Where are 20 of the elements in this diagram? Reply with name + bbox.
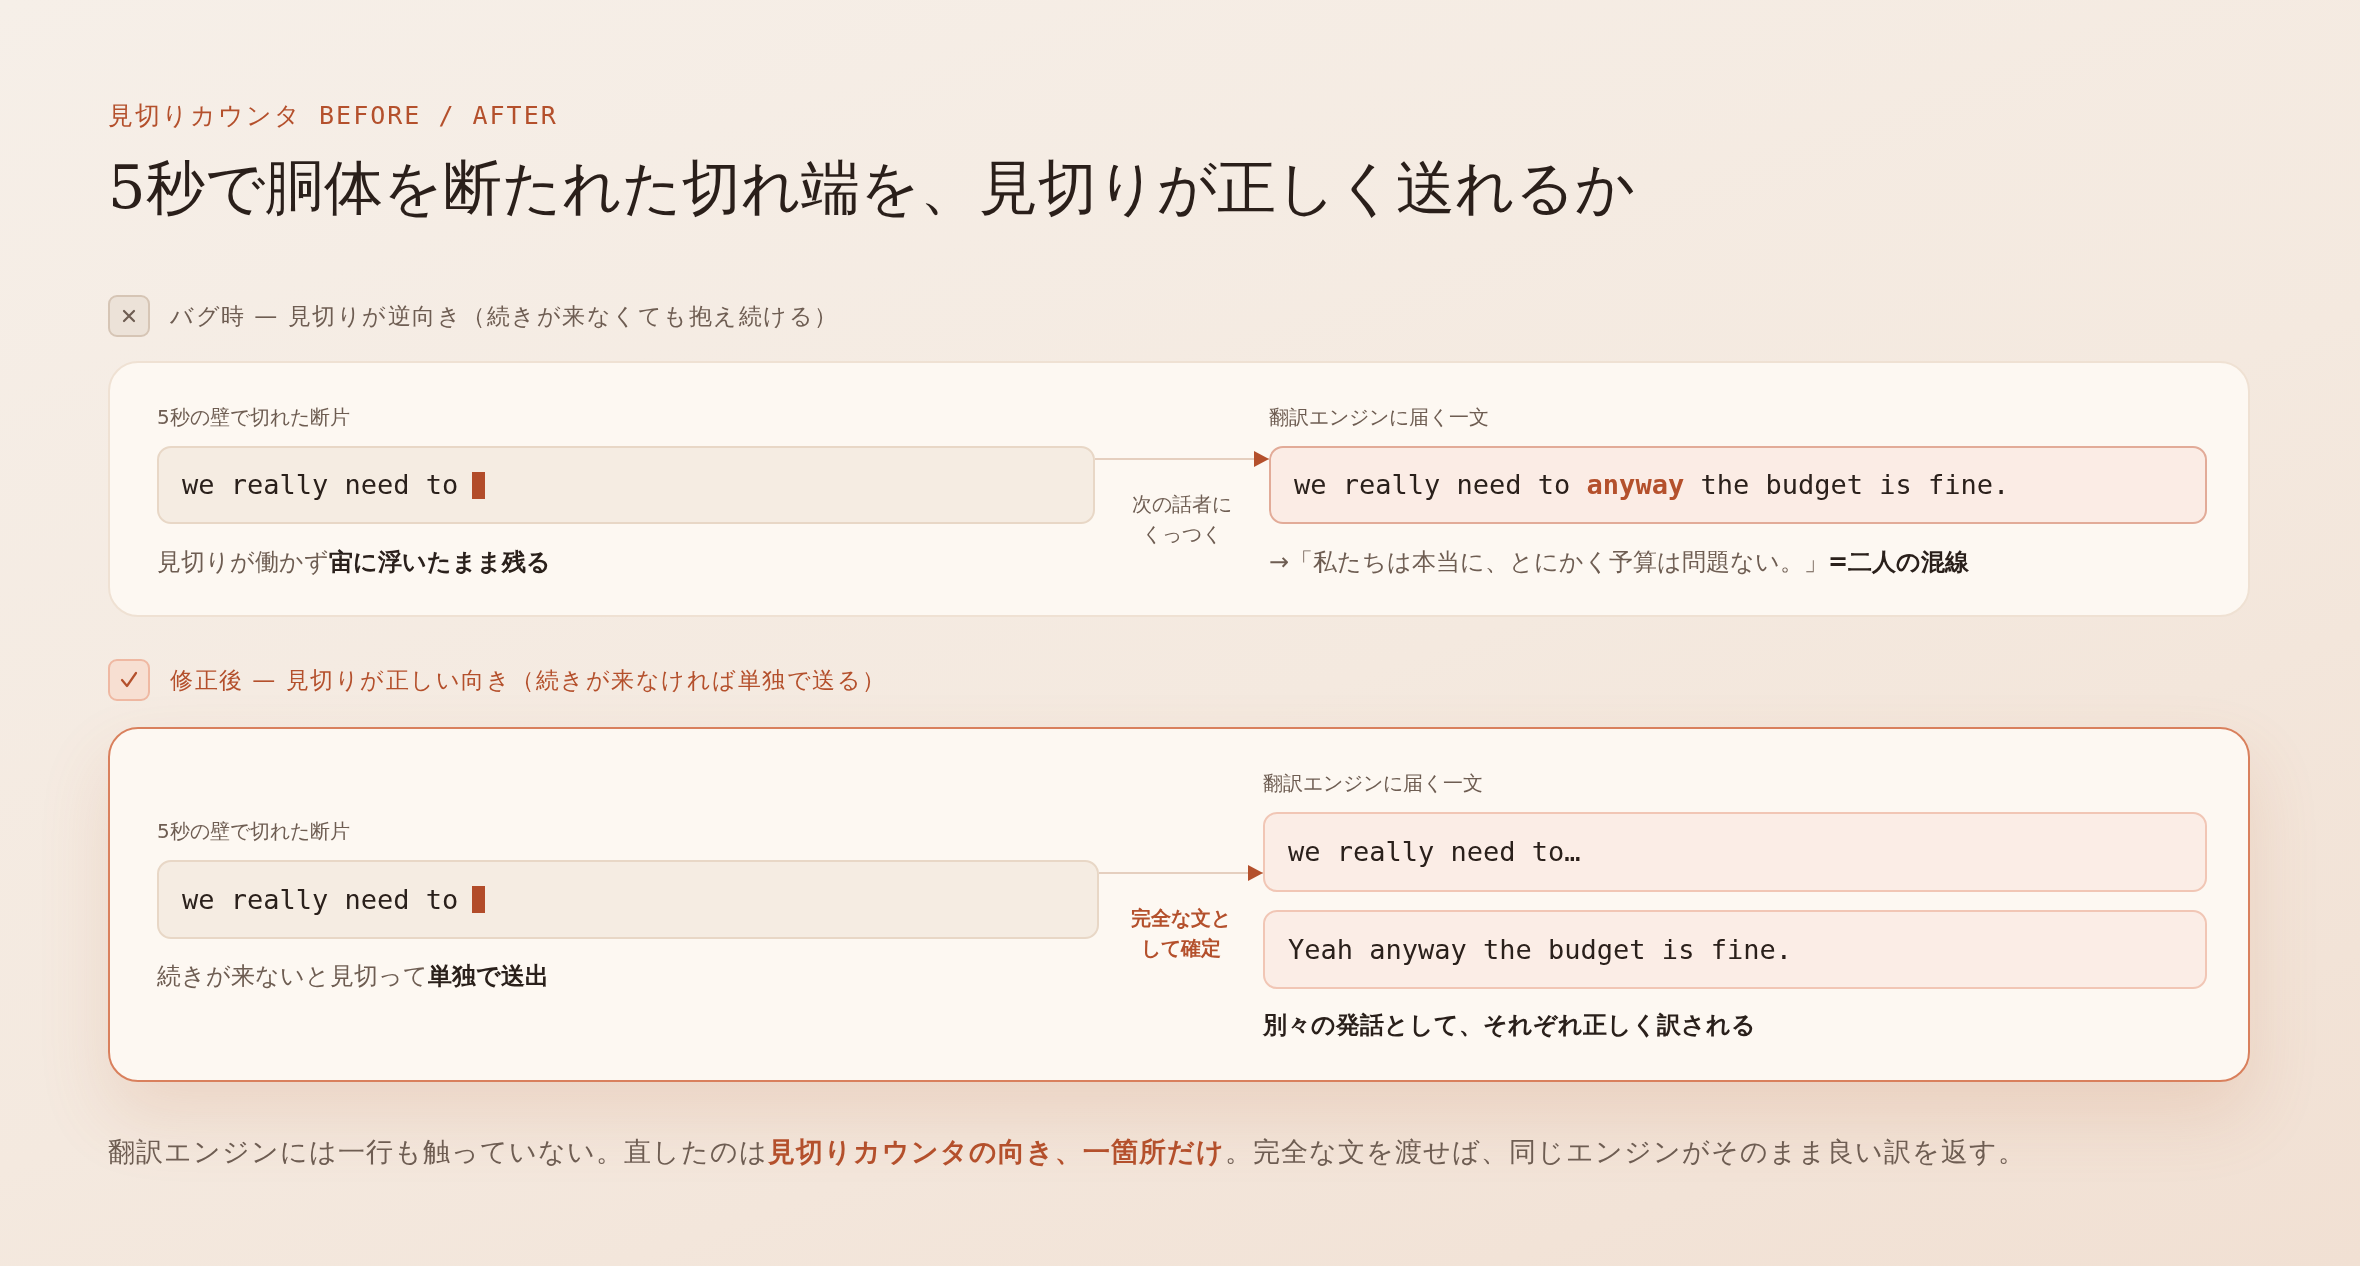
field-label: 翻訳エンジンに届く一文 — [1263, 770, 1483, 797]
page-title: 5秒で胴体を断たれた切れ端を、見切りが正しく送れるか — [108, 152, 1635, 224]
note-text: 見切りが働かず宙に浮いたまま残る — [157, 547, 551, 577]
note-text: 別々の発話として、それぞれ正しく訳される — [1263, 1010, 1756, 1040]
caption-text: 翻訳エンジンには一行も触っていない。直したのは見切りカウンタの向き、一箇所だけ。完全な文を渡せば、同じエンジンがそのまま良い訳を返す。 — [108, 1135, 2026, 1169]
transcript-text: we really need to — [182, 882, 459, 917]
arrow — [1094, 451, 1270, 467]
eyebrow-label: 見切りカウンタ BEFORE / AFTER — [108, 100, 558, 132]
arrow — [1098, 865, 1264, 881]
section-heading: バグ時 — 見切りが逆向き（続きが来なくても抱え続ける） — [170, 302, 839, 331]
note-text: →「私たちは本当に、とにかく予算は問題ない。」=二人の混線 — [1269, 547, 1970, 577]
field-label: 翻訳エンジンに届く一文 — [1269, 404, 1489, 431]
section-heading: 修正後 — 見切りが正しい向き（続きが来なければ単独で送る） — [170, 666, 887, 695]
transcript-text: we really need to… — [1288, 835, 1581, 869]
field-label: 5秒の壁で切れた断片 — [157, 404, 350, 431]
note-text: 続きが来ないと見切って単独で送出 — [157, 961, 549, 991]
transcript-text: Yeah anyway the budget is fine. — [1288, 932, 1792, 967]
transcript-text: we really need to anyway the budget is fine. — [1294, 468, 2010, 502]
transcript-text: we really need to — [182, 468, 459, 502]
field-label: 5秒の壁で切れた断片 — [157, 818, 350, 845]
